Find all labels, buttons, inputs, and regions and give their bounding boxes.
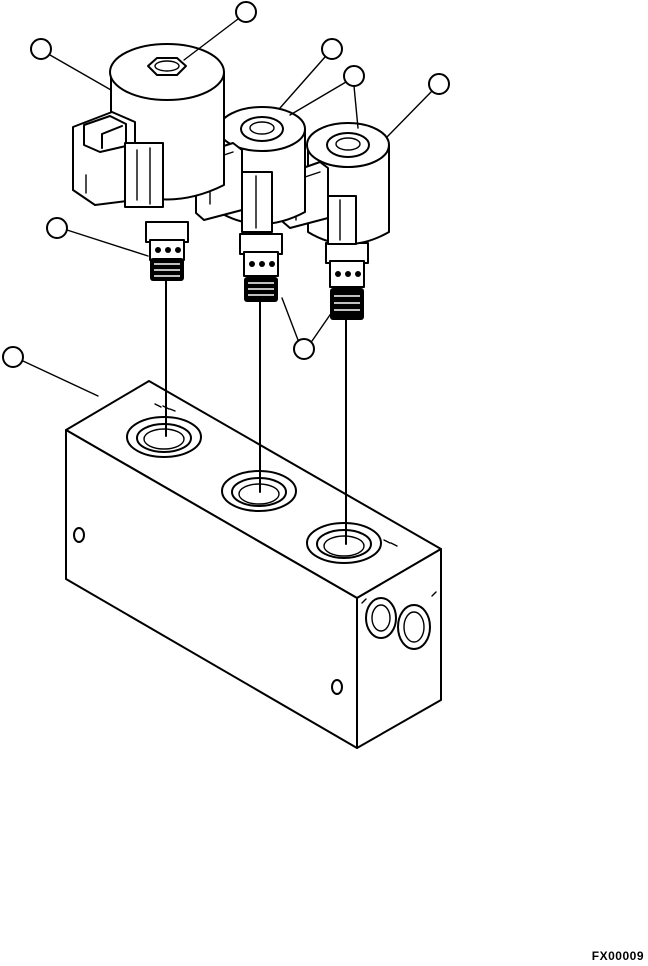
callout-circle: [235, 1, 257, 23]
valve-block: [65, 380, 442, 749]
stamp-mark-right: [383, 539, 398, 547]
figure-code: FX00009: [591, 949, 644, 963]
callout-circle: [321, 38, 343, 60]
cartridge-valve-middle: [239, 233, 283, 302]
callout-circle: [2, 346, 24, 368]
end-face-ports: [361, 591, 437, 650]
callout-circle: [428, 73, 450, 95]
mounting-hole-front-left: [73, 527, 85, 543]
callouts: [2, 1, 450, 397]
callout-circle: [46, 217, 68, 239]
cartridge-valve-left: [145, 221, 189, 281]
large-solenoid-coil: [72, 43, 225, 208]
cartridge-valve-right: [325, 242, 369, 320]
callout-circle: [293, 338, 315, 360]
callout-circle: [343, 65, 365, 87]
callout-circle: [30, 38, 52, 60]
port-right: [306, 522, 382, 564]
mounting-hole-front-right: [331, 679, 343, 695]
port-left: [126, 416, 202, 458]
assembly-lines: [165, 280, 347, 545]
